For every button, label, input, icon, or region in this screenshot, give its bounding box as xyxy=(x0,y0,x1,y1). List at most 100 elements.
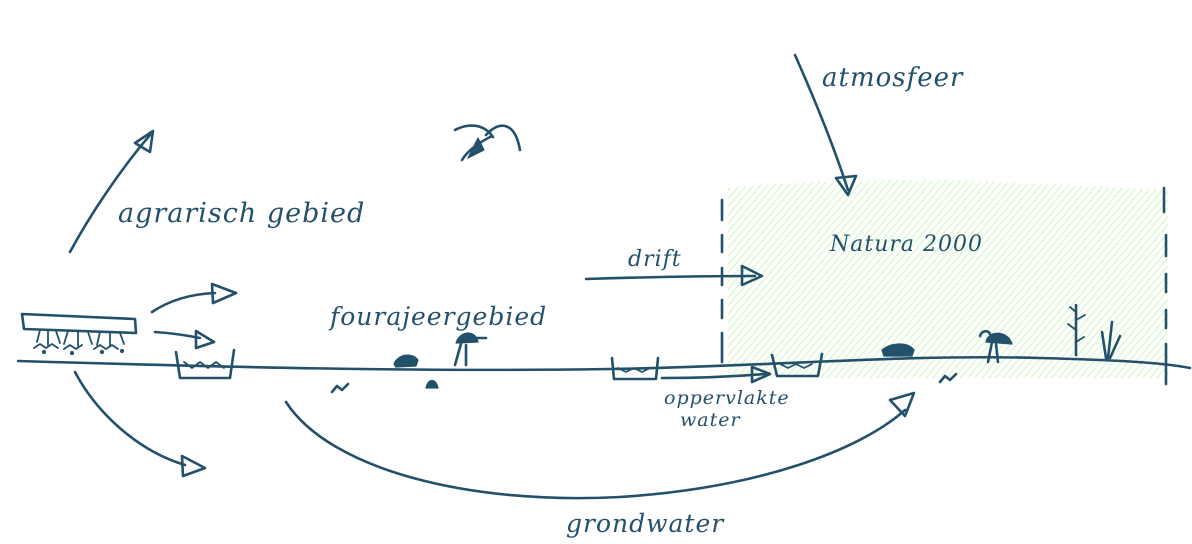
natura-shading-stroke xyxy=(902,179,1074,378)
ground-line xyxy=(16,355,1192,372)
ditch-middle xyxy=(610,356,660,381)
natura-shading-stroke xyxy=(728,179,857,378)
wading-bird-right xyxy=(978,329,1013,364)
natura-shading-stroke xyxy=(804,179,976,378)
natura-shading-stroke xyxy=(783,179,955,378)
natura-shading-stroke xyxy=(728,179,766,378)
natura-shading-stroke xyxy=(832,179,1004,378)
natura-shading-stroke xyxy=(923,179,1095,378)
natura-shading-stroke xyxy=(1091,179,1168,378)
natura-shading-stroke xyxy=(797,179,969,378)
natura-shading-stroke xyxy=(748,179,920,378)
natura-shading-stroke xyxy=(728,179,780,378)
natura-shading-stroke xyxy=(728,179,752,378)
natura-shading-stroke xyxy=(853,179,1025,378)
natura-shading-stroke xyxy=(993,179,1165,378)
natura-shading-stroke xyxy=(944,179,1116,378)
natura-shading-stroke xyxy=(1035,179,1168,378)
label-oppervlaktewater-2: water xyxy=(680,409,741,431)
atmosfeer-arrow xyxy=(793,53,858,197)
natura-shading-stroke xyxy=(1176,180,1192,380)
natura-shading-stroke xyxy=(728,179,759,378)
natura-shading-stroke xyxy=(728,179,892,378)
natura-shading-stroke xyxy=(1070,179,1168,378)
natura-shading-stroke xyxy=(818,179,990,378)
natura-shading-stroke xyxy=(728,179,843,378)
natura-shading-stroke xyxy=(916,179,1088,378)
natura-shading-stroke xyxy=(734,179,906,378)
natura-shading-stroke xyxy=(937,179,1109,378)
natura-shading-stroke xyxy=(728,179,899,378)
natura-shading-stroke xyxy=(741,179,913,378)
label-natura-2000: Natura 2000 xyxy=(829,232,983,257)
plant-1 xyxy=(1067,303,1086,357)
label-oppervlaktewater-1: oppervlakte xyxy=(664,387,790,409)
wading-bird-left xyxy=(453,332,488,367)
natura-shading-stroke xyxy=(888,179,1060,378)
label-atmosfeer: atmosfeer xyxy=(822,63,964,93)
natura-shading-stroke xyxy=(1042,179,1168,378)
natura-shading-stroke xyxy=(811,179,983,378)
natura-shading-stroke xyxy=(839,179,1011,378)
natura-shading-stroke xyxy=(769,179,941,378)
natura-shading-stroke xyxy=(728,179,871,378)
natura-shading-stroke xyxy=(895,179,1067,378)
natura-shading-stroke xyxy=(1126,179,1168,378)
natura-shading-stroke xyxy=(728,179,815,378)
natura-shading-stroke xyxy=(951,179,1123,378)
natura-shading-stroke xyxy=(1063,179,1168,378)
natura-boundary-right xyxy=(1162,186,1168,386)
natura-shading-stroke xyxy=(979,179,1151,378)
natura-shading-stroke xyxy=(972,179,1144,378)
ditch-left xyxy=(174,348,236,380)
soil-critter-1 xyxy=(330,382,350,394)
natura-shading-stroke xyxy=(790,179,962,378)
natura-shading-stroke xyxy=(909,179,1081,378)
label-agrarisch-gebied: agrarisch gebied xyxy=(118,198,365,229)
natura-shading-stroke xyxy=(728,179,864,378)
spray-arrow-soil xyxy=(73,370,207,478)
natura-shading-stroke xyxy=(1077,179,1168,378)
animal-small-right xyxy=(881,343,915,357)
natura-shading-stroke xyxy=(728,179,878,378)
label-foerageergebied: fourajeergebied xyxy=(328,302,547,331)
natura-shading-stroke xyxy=(986,179,1158,378)
natura-shading-stroke xyxy=(1105,179,1168,378)
natura-2000-area xyxy=(728,179,1192,380)
natura-shading-stroke xyxy=(728,179,885,378)
natura-shading-stroke xyxy=(728,179,745,378)
natura-shading-stroke xyxy=(1133,179,1168,378)
soil-critter-2 xyxy=(425,379,439,389)
natura-shading-stroke xyxy=(728,179,808,378)
natura-shading-stroke xyxy=(958,179,1130,378)
agrarisch-arrow xyxy=(68,129,155,254)
sprayer xyxy=(20,312,138,356)
drift-arrow xyxy=(584,264,764,287)
natura-shading-stroke xyxy=(1183,180,1192,380)
natura-shading-stroke xyxy=(728,179,801,378)
natura-shading-stroke xyxy=(825,179,997,378)
natura-shading-stroke xyxy=(728,179,787,378)
natura-shading-stroke xyxy=(1154,179,1168,378)
plant-2 xyxy=(1100,320,1122,360)
natura-shading-stroke xyxy=(762,179,934,378)
soil-critter-3 xyxy=(938,372,958,384)
natura-shading-stroke xyxy=(1147,179,1168,378)
spray-arrow-ditch xyxy=(153,329,216,350)
ditch-right xyxy=(770,352,824,378)
natura-shading-stroke xyxy=(1119,179,1168,378)
natura-shading-stroke xyxy=(1021,179,1168,378)
natura-shading-stroke xyxy=(1049,179,1168,378)
label-drift: drift xyxy=(628,247,682,272)
natura-shading-stroke xyxy=(1007,179,1168,378)
natura-shading-stroke xyxy=(1169,180,1192,380)
natura-shading-stroke xyxy=(930,179,1102,378)
natura-shading-stroke xyxy=(728,179,850,378)
natura-shading-stroke xyxy=(1028,179,1168,378)
natura-shading-stroke xyxy=(1000,179,1168,378)
natura-shading-stroke xyxy=(1014,179,1168,378)
natura-shading-stroke xyxy=(776,179,948,378)
water-arrow xyxy=(660,365,772,384)
